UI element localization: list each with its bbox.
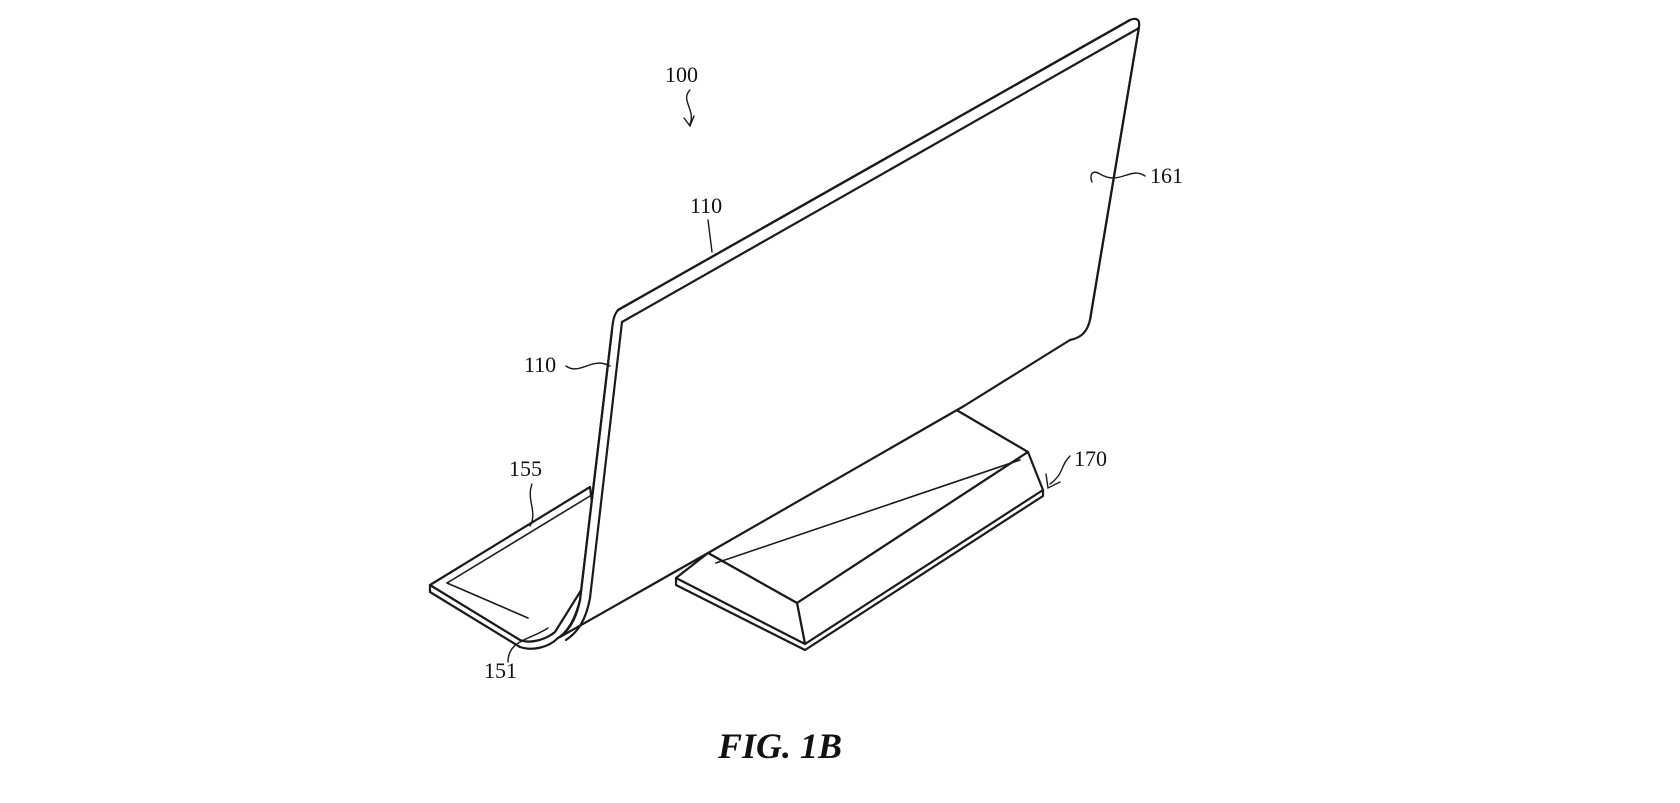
label-170: 170 — [1074, 446, 1107, 471]
label-155: 155 — [509, 456, 542, 481]
display-panel — [556, 17, 1141, 642]
inner-panel — [446, 495, 591, 584]
label-110-left: 110 — [524, 352, 556, 377]
figure-caption: FIG. 1B — [717, 726, 842, 766]
label-110-top: 110 — [690, 193, 722, 218]
stand-170 — [674, 403, 1045, 652]
base-plate — [428, 485, 602, 650]
label-151: 151 — [484, 658, 517, 683]
label-161: 161 — [1150, 163, 1183, 188]
reference-labels: 100 110 161 110 170 155 151 — [484, 62, 1183, 683]
label-100: 100 — [665, 62, 698, 87]
